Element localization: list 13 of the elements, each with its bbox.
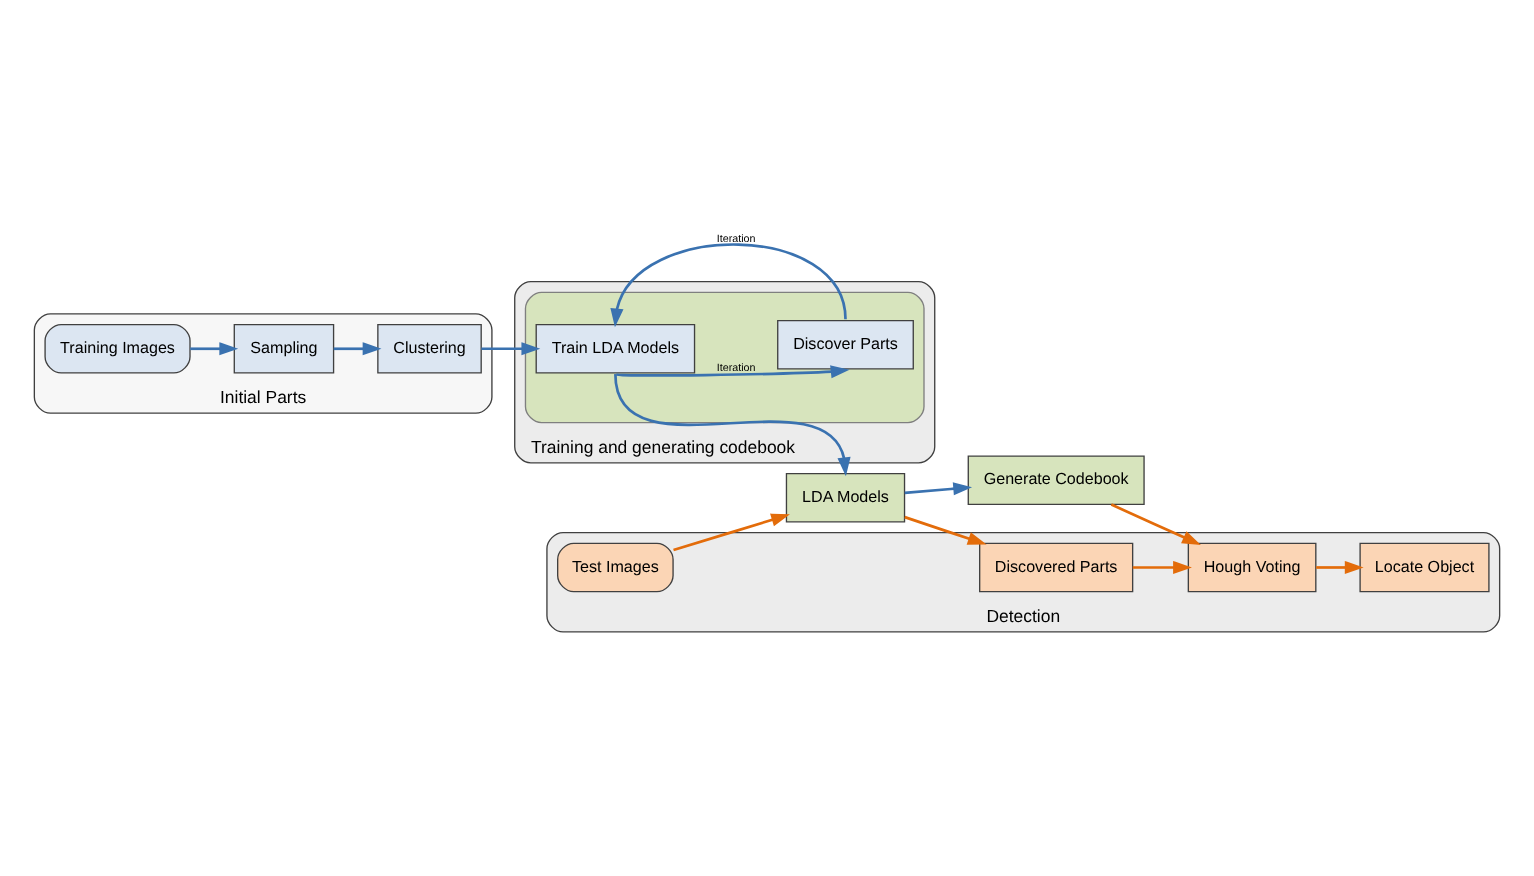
arrow [610,243,847,328]
arrow [614,374,851,477]
cluster [524,291,925,424]
arrow [1316,560,1364,575]
arrow [1132,560,1192,575]
arrow [1110,503,1201,545]
arrow [904,515,987,545]
arrow [333,342,382,356]
arrow [481,342,541,356]
arrow [615,365,850,379]
arrow [190,342,239,356]
arrow [673,513,790,552]
arrow [904,482,973,496]
